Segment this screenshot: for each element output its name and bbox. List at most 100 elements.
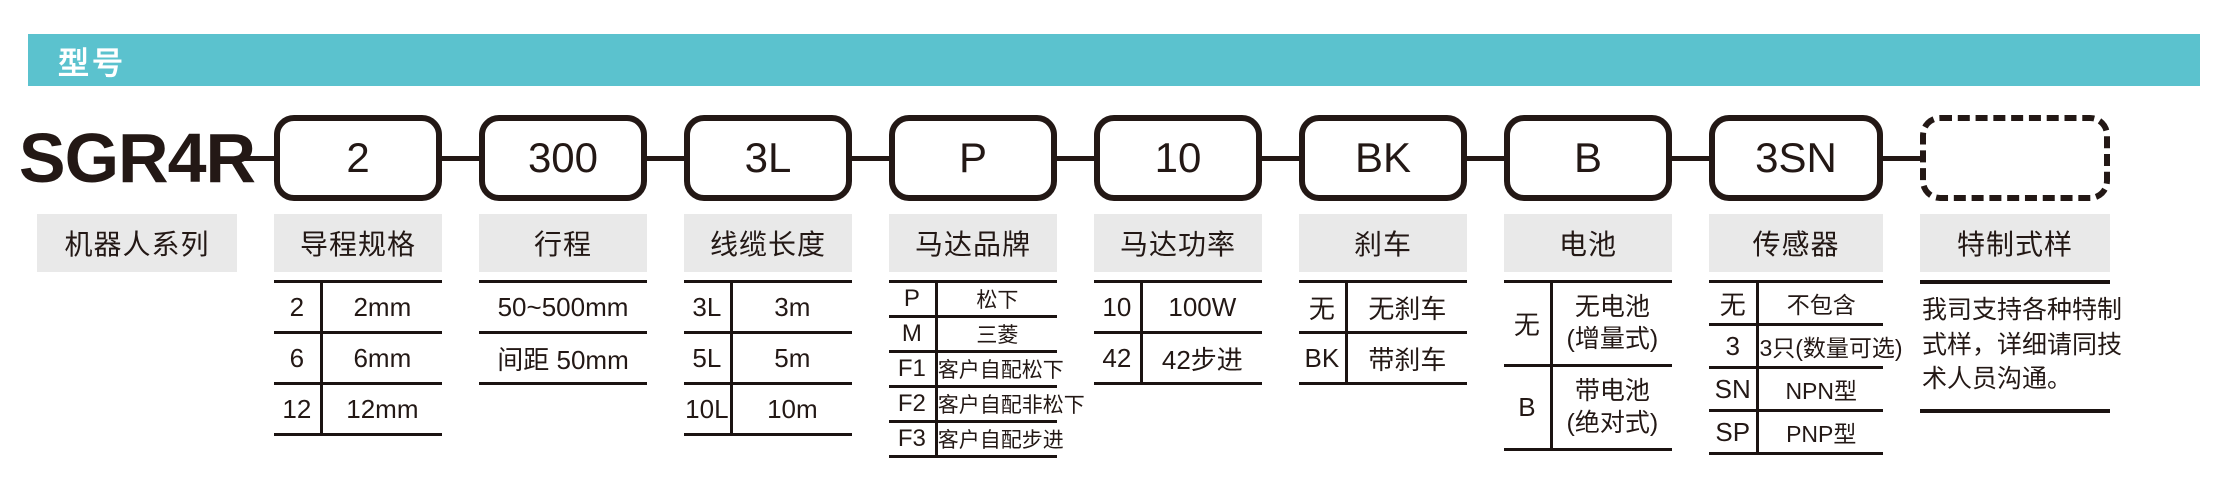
option-row: 无 无电池 (增量式) (1504, 283, 1672, 367)
option-desc: 无电池 (增量式) (1553, 283, 1672, 364)
category-label-special-spec: 特制式样 (1920, 214, 2110, 272)
column-cable-length: 3L 线缆长度 3L 3m 5L 5m 10L 10m (647, 115, 852, 436)
category-label-stroke: 行程 (479, 214, 647, 272)
option-row: SP PNP型 (1709, 412, 1883, 455)
option-code: 3L (684, 283, 733, 331)
option-row: SN NPN型 (1709, 369, 1883, 412)
option-row: F3 客户自配步进 (889, 423, 1064, 458)
option-desc: 50~500mm (497, 291, 629, 322)
connector-line (1883, 156, 1920, 161)
option-desc: NPN型 (1785, 378, 1857, 404)
model-prefix: SGR4R (18, 119, 256, 197)
option-code: 10L (684, 385, 733, 433)
option-desc: 无刹车 (1368, 293, 1447, 324)
option-desc: PNP型 (1786, 421, 1857, 447)
option-row: F1 客户自配松下 (889, 353, 1064, 388)
column-brake: BK 刹车 无 无刹车 BK 带刹车 (1262, 115, 1467, 385)
option-code: M (889, 318, 938, 350)
code-box-sensor: 3SN (1709, 115, 1883, 201)
options-table-cable-length: 3L 3m 5L 5m 10L 10m (684, 280, 852, 436)
option-desc: 客户自配步进 (937, 429, 1064, 452)
options-table-motor-power: 10 100W 42 42步进 (1094, 280, 1262, 385)
option-desc: 间距 50mm (497, 344, 629, 375)
column-battery: B 电池 无 无电池 (增量式) B 带电池 (绝对式) (1467, 115, 1672, 451)
option-row: 10L 10m (684, 385, 852, 436)
special-note-line: 式样，详细请同技 (1922, 330, 2123, 359)
options-table-battery: 无 无电池 (增量式) B 带电池 (绝对式) (1504, 280, 1672, 451)
code-box-special-empty (1920, 115, 2110, 201)
options-table-brake: 无 无刹车 BK 带刹车 (1299, 280, 1467, 385)
code-box-battery: B (1504, 115, 1672, 201)
option-row: 无 无刹车 (1299, 283, 1467, 334)
column-sensor: 3SN 传感器 无 不包含 3 3只(数量可选) SN NPN型 SP PNP型 (1672, 115, 1903, 455)
options-table-stroke: 50~500mm 间距 50mm (479, 280, 647, 385)
option-desc: 6mm (353, 342, 412, 373)
option-code: 2 (274, 283, 323, 331)
options-table-sensor: 无 不包含 3 3只(数量可选) SN NPN型 SP PNP型 (1709, 280, 1903, 455)
category-label-cable-length: 线缆长度 (684, 214, 852, 272)
option-code: 5L (684, 334, 733, 382)
code-box-brake: BK (1299, 115, 1467, 201)
option-code: 3 (1709, 326, 1760, 366)
column-motor-brand: P 马达品牌 P 松下 M 三菱 F1 客户自配松下 F2 客户自配非松下 F3… (852, 115, 1085, 458)
code-box-cable: 3L (684, 115, 852, 201)
option-row: 6 6mm (274, 334, 442, 385)
option-desc-line2: (增量式) (1566, 324, 1659, 353)
option-desc: 2mm (353, 291, 412, 322)
category-label-brake: 刹车 (1299, 214, 1467, 272)
category-label-robot-series: 机器人系列 (37, 214, 237, 272)
option-row: 42 42步进 (1094, 334, 1262, 385)
option-row: 50~500mm (479, 283, 647, 334)
connector-line (852, 156, 889, 161)
option-row: 3L 3m (684, 283, 852, 334)
column-special-spec: 特制式样 我司支持各种特制 式样，详细请同技 术人员沟通。 (1883, 115, 2123, 413)
column-motor-power: 10 马达功率 10 100W 42 42步进 (1057, 115, 1262, 385)
connector-line (442, 156, 479, 161)
option-desc-line2: (绝对式) (1566, 408, 1659, 437)
special-note-line: 术人员沟通。 (1922, 365, 2073, 393)
option-code: 无 (1299, 283, 1348, 331)
option-code: SP (1709, 412, 1760, 452)
category-label-motor-brand: 马达品牌 (889, 214, 1057, 272)
option-desc: 三菱 (976, 324, 1019, 347)
option-desc: 100W (1168, 291, 1237, 322)
option-row: 10 100W (1094, 283, 1262, 334)
option-row: 3 3只(数量可选) (1709, 326, 1903, 369)
option-desc: 12mm (346, 393, 419, 424)
code-box-stroke: 300 (479, 115, 647, 201)
option-code: BK (1299, 334, 1348, 382)
option-desc: 3m (774, 291, 811, 322)
option-desc: 客户自配非松下 (937, 394, 1085, 417)
option-desc: 42步进 (1161, 344, 1243, 375)
column-lead-spec: 2 导程规格 2 2mm 6 6mm 12 12mm (237, 115, 442, 436)
column-robot-series: SGR4R 机器人系列 (19, 115, 256, 272)
option-row: 5L 5m (684, 334, 852, 385)
special-spec-note: 我司支持各种特制 式样，详细请同技 术人员沟通。 (1920, 280, 2123, 413)
category-label-motor-power: 马达功率 (1094, 214, 1262, 272)
option-row: 12 12mm (274, 385, 442, 436)
special-note-line: 我司支持各种特制 (1922, 296, 2123, 324)
option-row: M 三菱 (889, 318, 1057, 353)
category-label-battery: 电池 (1504, 214, 1672, 272)
options-table-motor-brand: P 松下 M 三菱 F1 客户自配松下 F2 客户自配非松下 F3 客户自配步进 (889, 280, 1085, 458)
connector-line (237, 156, 274, 161)
option-desc: 带电池 (绝对式) (1553, 367, 1672, 448)
option-desc-line1: 无电池 (1574, 293, 1650, 322)
connector-line (1057, 156, 1094, 161)
option-row: BK 带刹车 (1299, 334, 1467, 385)
section-header-bar: 型号 (28, 34, 2200, 86)
option-desc: 带刹车 (1368, 344, 1447, 375)
option-row: B 带电池 (绝对式) (1504, 367, 1672, 451)
code-box-motor-power: 10 (1094, 115, 1262, 201)
option-code: 无 (1504, 283, 1553, 364)
option-code: 10 (1094, 283, 1143, 331)
options-table-lead-spec: 2 2mm 6 6mm 12 12mm (274, 280, 442, 436)
option-desc: 不包含 (1786, 292, 1856, 318)
option-desc: 10m (767, 393, 818, 424)
option-code: F3 (889, 423, 938, 455)
category-label-lead-spec: 导程规格 (274, 214, 442, 272)
section-title: 型号 (58, 45, 126, 81)
option-code: 42 (1094, 334, 1143, 382)
option-code: F1 (889, 353, 938, 385)
option-code: P (889, 283, 938, 315)
